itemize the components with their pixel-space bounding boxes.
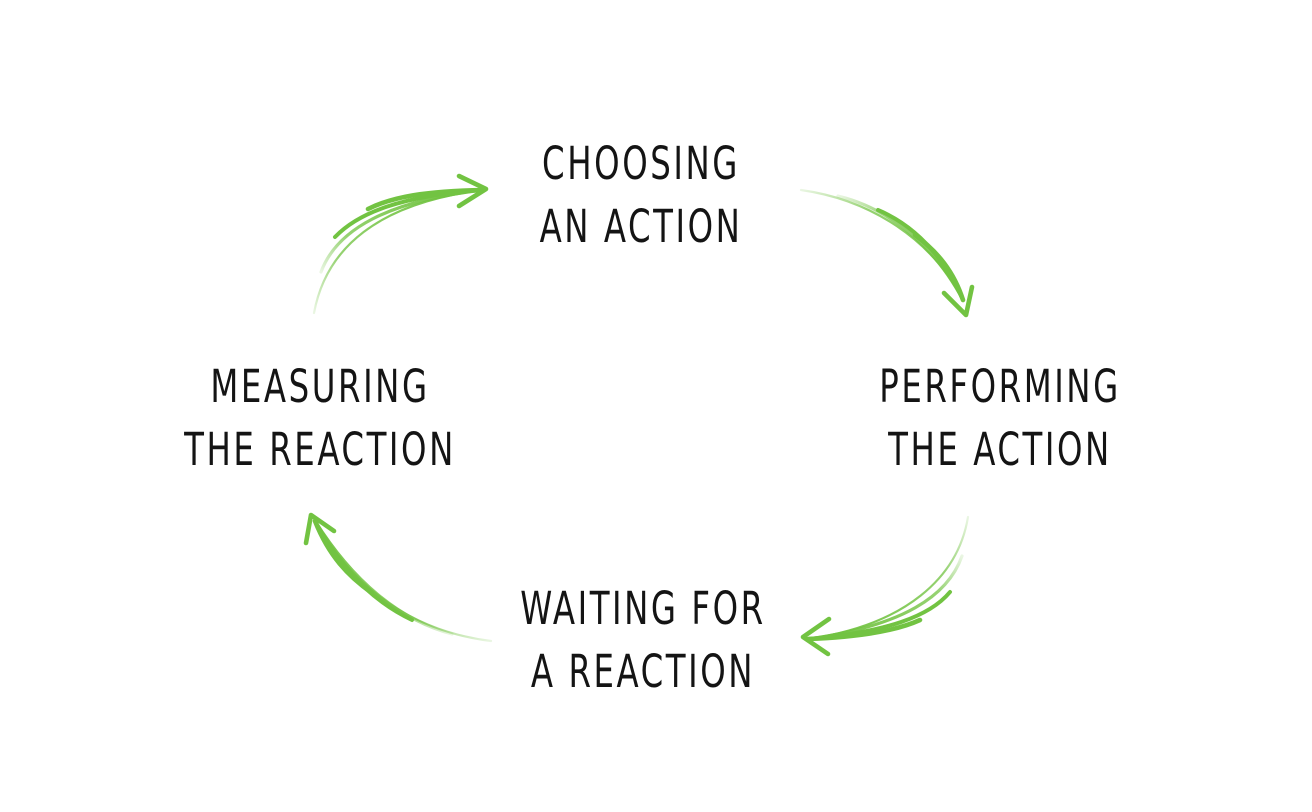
node-measuring-line2: THE REACTION xyxy=(184,423,456,476)
arrowhead-icon xyxy=(800,616,832,657)
node-measuring-line1: MEASURING xyxy=(210,360,430,413)
node-waiting-line1: WAITING FOR xyxy=(520,582,766,635)
node-waiting-line2: A REACTION xyxy=(530,645,756,698)
node-choosing-line2: AN ACTION xyxy=(539,200,743,253)
arrow-choosing-to-performing xyxy=(799,188,975,318)
arrow-measuring-to-choosing xyxy=(312,173,489,315)
node-performing-line1: PERFORMING xyxy=(879,360,1121,413)
arrowhead-icon xyxy=(941,284,975,318)
arrowhead-icon xyxy=(303,512,337,546)
node-performing-line2: THE ACTION xyxy=(888,423,1112,476)
arrow-waiting-to-measuring xyxy=(303,512,493,643)
node-label-performing-the-action: PERFORMING THE ACTION xyxy=(840,355,1160,481)
node-label-measuring-the-reaction: MEASURING THE REACTION xyxy=(160,355,480,481)
arrow-performing-to-waiting xyxy=(800,515,970,657)
node-label-choosing-an-action: CHOOSING AN ACTION xyxy=(481,132,801,258)
node-label-waiting-for-a-reaction: WAITING FOR A REACTION xyxy=(483,577,803,703)
node-choosing-line1: CHOOSING xyxy=(542,137,740,190)
